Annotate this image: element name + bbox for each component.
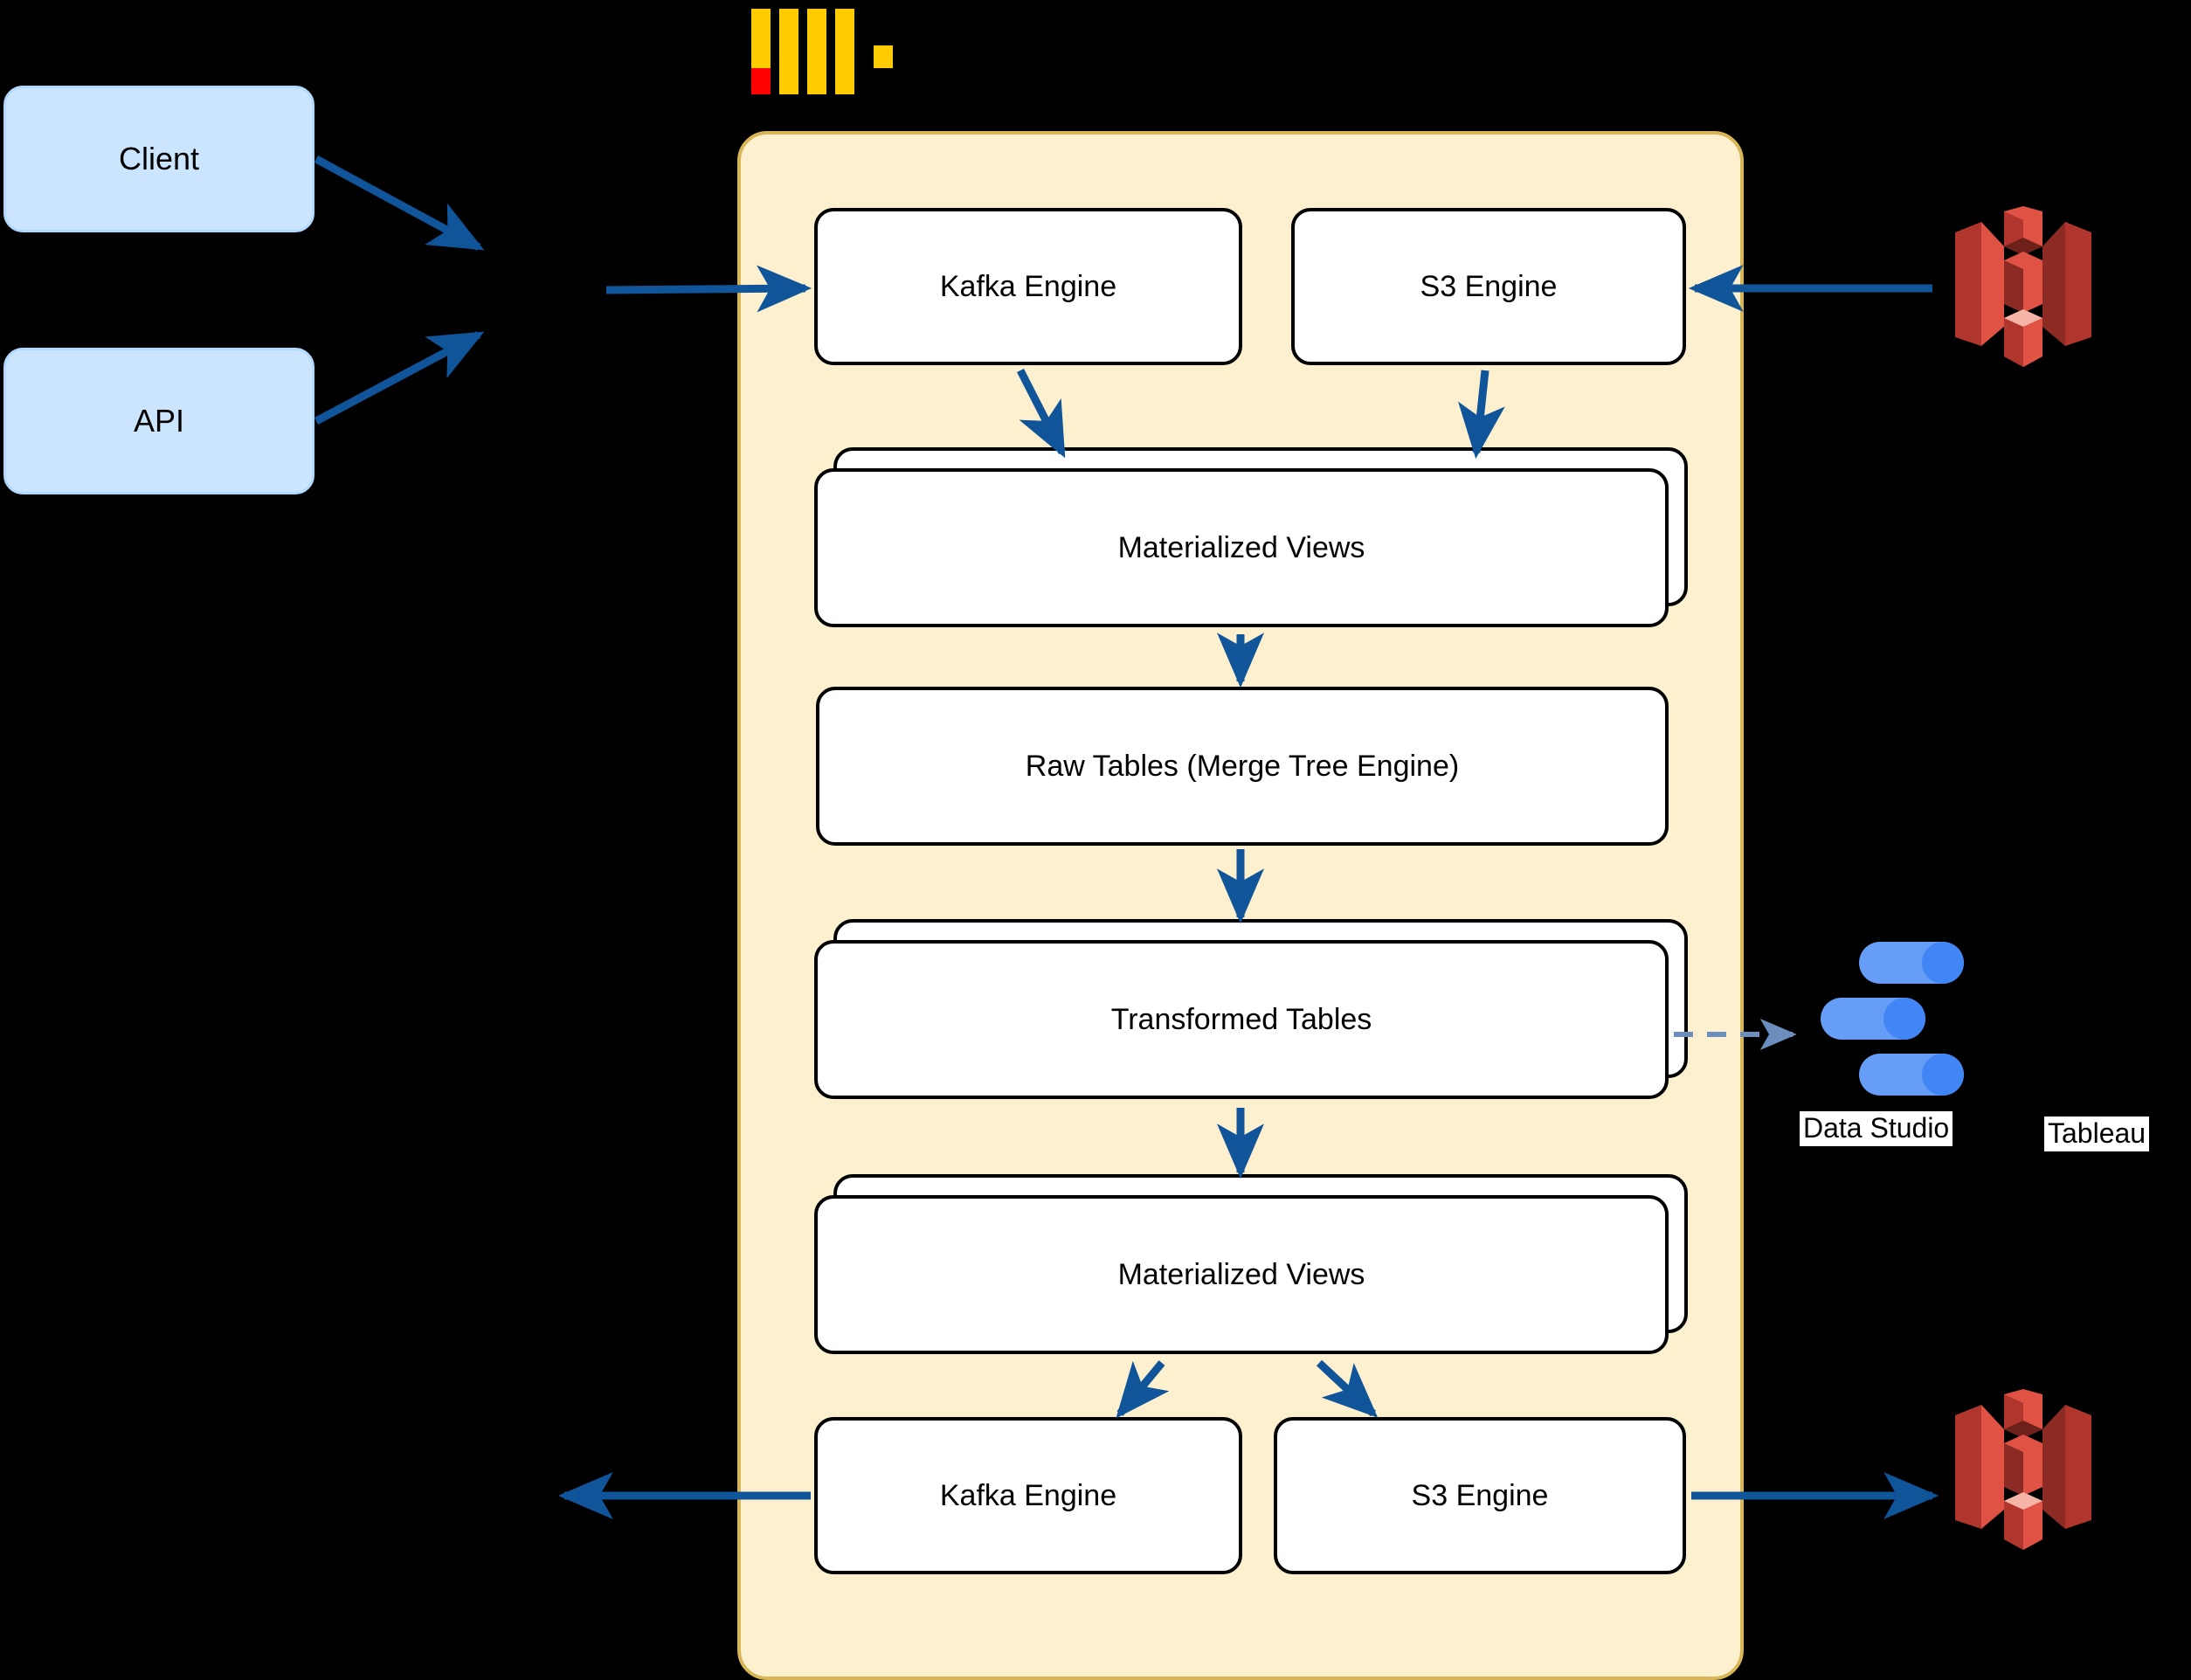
source-box-client[interactable]: Client [3, 86, 314, 232]
label-data-studio: Data Studio [1800, 1111, 1953, 1146]
node-label: Raw Tables (Merge Tree Engine) [1025, 749, 1460, 783]
node-materialized-views-top[interactable]: Materialized Views [814, 447, 1695, 633]
data-studio-icon[interactable] [1800, 935, 1974, 1096]
node-transformed-tables[interactable]: Transformed Tables [814, 919, 1695, 1104]
node-label: Kafka Engine [939, 269, 1117, 303]
node-label: Kafka Engine [939, 1478, 1117, 1512]
node-s3-engine-in[interactable]: S3 Engine [1291, 208, 1686, 365]
node-label: Materialized Views [1117, 1257, 1365, 1291]
source-label-api: API [133, 403, 185, 439]
node-raw-tables[interactable]: Raw Tables (Merge Tree Engine) [816, 687, 1669, 846]
aws-s3-icon[interactable] [1936, 206, 2111, 372]
node-label: S3 Engine [1411, 1478, 1549, 1512]
node-kafka-engine-in[interactable]: Kafka Engine [814, 208, 1242, 365]
node-s3-engine-out[interactable]: S3 Engine [1274, 1417, 1686, 1574]
node-label: S3 Engine [1420, 269, 1558, 303]
source-box-api[interactable]: API [3, 348, 314, 494]
node-label: Transformed Tables [1110, 1002, 1372, 1036]
stack-front-plate: Materialized Views [814, 1195, 1669, 1354]
stack-front-plate: Materialized Views [814, 468, 1669, 627]
node-kafka-engine-out[interactable]: Kafka Engine [814, 1417, 1242, 1574]
stack-front-plate: Transformed Tables [814, 940, 1669, 1099]
node-materialized-views-bottom[interactable]: Materialized Views [814, 1174, 1695, 1359]
edge-client-to-junction [314, 156, 485, 251]
edge-api-to-junction [314, 331, 485, 425]
label-tableau: Tableau [2044, 1117, 2150, 1151]
source-label-client: Client [118, 141, 200, 176]
aws-s3-icon[interactable] [1936, 1389, 2111, 1555]
clickhouse-logo [751, 9, 909, 105]
node-label: Materialized Views [1117, 530, 1365, 564]
